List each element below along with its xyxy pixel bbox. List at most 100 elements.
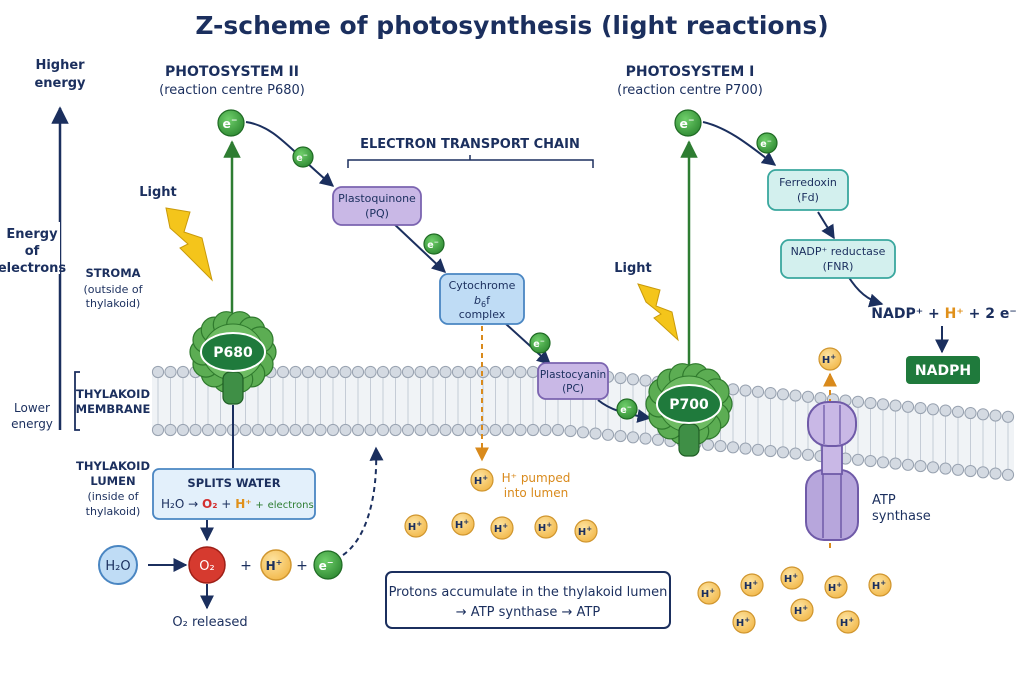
nadph-label: NADPH bbox=[915, 363, 971, 379]
pc-label: Plastocyanin bbox=[540, 369, 606, 381]
proton-icon: H+ bbox=[836, 610, 860, 634]
lumen-label-2: LUMEN bbox=[90, 474, 135, 488]
svg-text:b6f: b6f bbox=[474, 294, 491, 309]
membrane-label: THYLAKOID bbox=[76, 387, 150, 401]
ps2-subtitle: (reaction centre P680) bbox=[159, 83, 305, 98]
electron-markers: e−e−e−e−e−e−e− bbox=[217, 109, 778, 420]
svg-text:thylakoid): thylakoid) bbox=[86, 297, 141, 310]
svg-text:of: of bbox=[25, 244, 40, 259]
pc-abbrev: (PC) bbox=[562, 383, 584, 395]
svg-text:e−: e− bbox=[533, 338, 544, 350]
svg-text:e−: e− bbox=[760, 138, 771, 150]
plus-sign: + bbox=[296, 558, 308, 574]
svg-text:thylakoid): thylakoid) bbox=[86, 505, 141, 518]
proton-icon: H+ bbox=[470, 468, 494, 492]
plastoquinone-box: Plastoquinone (PQ) bbox=[332, 186, 422, 226]
proton-icon: H+ bbox=[818, 347, 842, 371]
cyt-sub: 6 bbox=[481, 300, 486, 309]
fnr-abbrev: (FNR) bbox=[823, 260, 854, 273]
energy-label-3: electrons bbox=[0, 261, 66, 276]
h-pumped-label-2: into lumen bbox=[504, 486, 568, 500]
ps2-title: PHOTOSYSTEM II bbox=[165, 64, 299, 80]
plastocyanin-box: Plastocyanin (PC) bbox=[537, 362, 609, 400]
svg-text:e−: e− bbox=[319, 558, 334, 573]
electrons-text: 2 e⁻ bbox=[985, 306, 1017, 322]
stroma-label: STROMA bbox=[85, 266, 140, 280]
svg-text:Lower: Lower bbox=[14, 401, 50, 415]
energy-axis: Higher energy Energy of electrons Lower … bbox=[0, 58, 86, 431]
proton-icon: H+ bbox=[790, 598, 814, 622]
plus-sign: + bbox=[969, 306, 981, 322]
reaction-centre-label: P680 bbox=[213, 345, 253, 361]
higher-energy-label: Higher bbox=[35, 58, 85, 73]
proton-h: H bbox=[266, 559, 276, 573]
svg-text:H⁺ pumped: H⁺ pumped bbox=[502, 471, 571, 485]
svg-text:STROMA: STROMA bbox=[85, 266, 140, 280]
lumen-label: THYLAKOID bbox=[76, 459, 150, 473]
electron-icon: e− bbox=[217, 109, 245, 137]
lightning-icon bbox=[637, 283, 679, 342]
etc-label: ELECTRON TRANSPORT CHAIN bbox=[360, 137, 580, 152]
fd-abbrev: (Fd) bbox=[797, 191, 819, 204]
svg-text:electrons: electrons bbox=[0, 261, 66, 276]
electron-icon: e− bbox=[529, 332, 551, 354]
protons-text-2: → ATP synthase → ATP bbox=[456, 605, 601, 620]
svg-text:(inside of: (inside of bbox=[88, 490, 140, 503]
region-labels: STROMA (outside of thylakoid) THYLAKOID … bbox=[74, 266, 151, 518]
lower-energy-label: Lower bbox=[14, 401, 50, 415]
plus-sign: + bbox=[928, 306, 940, 322]
higher-energy-label-2: energy bbox=[34, 76, 86, 91]
svg-text:Higher: Higher bbox=[35, 58, 85, 73]
fnr-label: NADP⁺ reductase bbox=[791, 245, 886, 258]
cyt-f: f bbox=[486, 294, 491, 307]
membrane-label-2: MEMBRANE bbox=[76, 402, 151, 416]
o2-text: O₂ bbox=[202, 497, 217, 511]
ps1-title: PHOTOSYSTEM I bbox=[626, 64, 755, 80]
lightning-icon bbox=[165, 207, 213, 282]
thylakoid-membrane bbox=[151, 365, 1015, 481]
svg-text:e−: e− bbox=[296, 152, 307, 164]
lower-energy-label-2: energy bbox=[11, 417, 53, 431]
stroma-sub-1: (outside of bbox=[84, 283, 144, 296]
energy-label-2: of bbox=[25, 244, 40, 259]
cyt-complex: complex bbox=[459, 308, 506, 321]
o2-molecule: O₂ bbox=[199, 559, 214, 574]
svg-text:e−: e− bbox=[427, 239, 438, 251]
water-row: H₂O O₂ + H+ + e− bbox=[98, 545, 343, 585]
svg-text:into lumen: into lumen bbox=[504, 486, 568, 500]
light-label-ps2: Light bbox=[139, 185, 177, 200]
plus-sign: + bbox=[221, 497, 231, 511]
svg-text:H₂O → O₂ + H⁺ + electrons: H₂O → O₂ + H⁺ + electrons bbox=[161, 497, 314, 511]
proton-icon: H+ bbox=[534, 515, 558, 539]
etc-bracket bbox=[347, 155, 594, 168]
protons-text-1: Protons accumulate in the thylakoid lume… bbox=[389, 585, 668, 600]
pq-abbrev: (PQ) bbox=[365, 207, 389, 220]
svg-text:MEMBRANE: MEMBRANE bbox=[76, 402, 151, 416]
svg-text:THYLAKOID: THYLAKOID bbox=[76, 459, 150, 473]
cyt-b: b bbox=[474, 294, 481, 307]
svg-text:LUMEN: LUMEN bbox=[90, 474, 135, 488]
proton-icon: H+ bbox=[824, 575, 848, 599]
splits-water-box: SPLITS WATER H₂O → O₂ + H⁺ + electrons bbox=[152, 468, 316, 520]
proton-icon: H+ bbox=[574, 519, 598, 543]
electron-icon: e− bbox=[616, 398, 638, 420]
proton-icon: H+ bbox=[740, 573, 764, 597]
page-title: Z-scheme of photosynthesis (light reacti… bbox=[195, 11, 828, 40]
electron-sup: − bbox=[327, 558, 334, 567]
svg-text:Energy: Energy bbox=[6, 227, 58, 242]
nadph-badge: NADPH bbox=[906, 356, 980, 384]
energy-label: Energy bbox=[6, 227, 58, 242]
lumen-sub-2: thylakoid) bbox=[86, 505, 141, 518]
stroma-sub-2: thylakoid) bbox=[86, 297, 141, 310]
reaction-arrow: → bbox=[188, 497, 198, 511]
o2-released-label: O₂ released bbox=[172, 615, 247, 630]
electron-flow-arrows bbox=[245, 121, 949, 423]
h-pumped-label: H⁺ pumped bbox=[502, 471, 571, 485]
h2o-text: H₂O bbox=[161, 497, 184, 511]
nadp-equation: NADP⁺ + H⁺ + 2 e⁻ bbox=[871, 306, 1016, 322]
light-label-ps1: Light bbox=[614, 261, 652, 276]
reaction-centre-label: P700 bbox=[669, 397, 709, 413]
proton-icon: H+ bbox=[732, 610, 756, 634]
ferredoxin-box: Ferredoxin (Fd) bbox=[767, 169, 849, 211]
